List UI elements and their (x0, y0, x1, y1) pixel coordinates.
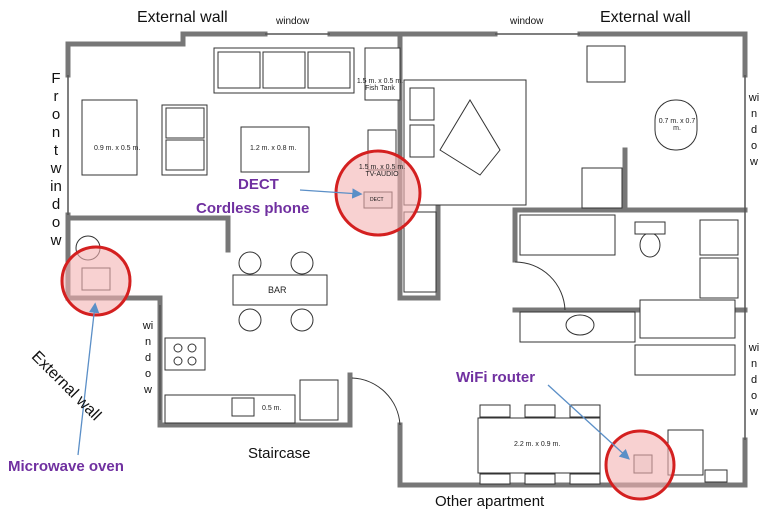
tv-audio-label: 1.5 m. x 0.5 m. TV-AUDIO (358, 164, 406, 178)
dect-callout-line2: Cordless phone (196, 200, 310, 217)
top-wall-right (577, 31, 748, 47)
wifi-callout: WiFi router (456, 369, 536, 386)
window-label-top-2: window (510, 16, 544, 27)
shower (581, 167, 623, 209)
staircase-label: Staircase (248, 445, 311, 462)
fish-tank-label: 1.5 m. x 0.5 m. Fish Tank (356, 78, 404, 92)
table-round-label: 0.7 m. x 0.7 m. (658, 118, 696, 132)
table-small-label: 0.9 m. x 0.5 m. (94, 145, 141, 152)
table-small (81, 99, 138, 176)
door-swing-bath (514, 261, 566, 311)
bar-label: BAR (268, 285, 287, 295)
window-label-top-1: window (276, 16, 310, 27)
dining-table-label: 2.2 m. x 0.9 m. (514, 441, 561, 448)
wifi-highlight (604, 429, 676, 501)
stove (164, 337, 206, 371)
fish-tank (364, 47, 401, 101)
external-wall-top-left-label: External wall (137, 9, 228, 26)
sink-counter-label: 0.5 m. (262, 405, 282, 412)
closet-hall (519, 214, 616, 256)
door-swing (351, 377, 401, 426)
partition-living (65, 215, 231, 253)
window-label-right-2: window (748, 342, 760, 418)
other-apartment-label: Other apartment (435, 493, 545, 510)
table-coffee-label: 1.2 m. x 0.8 m. (250, 145, 297, 152)
furniture (75, 45, 739, 485)
ac-unit (586, 45, 626, 83)
table-round (654, 99, 698, 151)
kitchen-counter (164, 394, 296, 424)
top-wall-left (65, 31, 268, 47)
window-label-kitchen: window (142, 320, 154, 396)
washer (699, 219, 739, 256)
microwave-highlight (60, 245, 132, 317)
table-coffee (240, 126, 310, 173)
microwave-arrow (77, 302, 100, 456)
front-window-label: Front window (50, 70, 62, 249)
bar-counter (232, 274, 328, 306)
dect-callout-line1: DECT (238, 176, 279, 193)
dect-device-label: DECT (370, 197, 384, 203)
dect-arrow (299, 188, 363, 199)
wardrobe (403, 211, 437, 293)
microwave-callout: Microwave oven (8, 458, 124, 475)
window-label-right-1: window (748, 92, 760, 168)
external-wall-top-right-label: External wall (600, 9, 691, 26)
highlights (60, 149, 676, 501)
dining-table (477, 417, 601, 474)
bathtub (639, 299, 736, 339)
wifi-arrow (547, 384, 630, 460)
windows (67, 33, 746, 440)
arrows (77, 188, 630, 460)
